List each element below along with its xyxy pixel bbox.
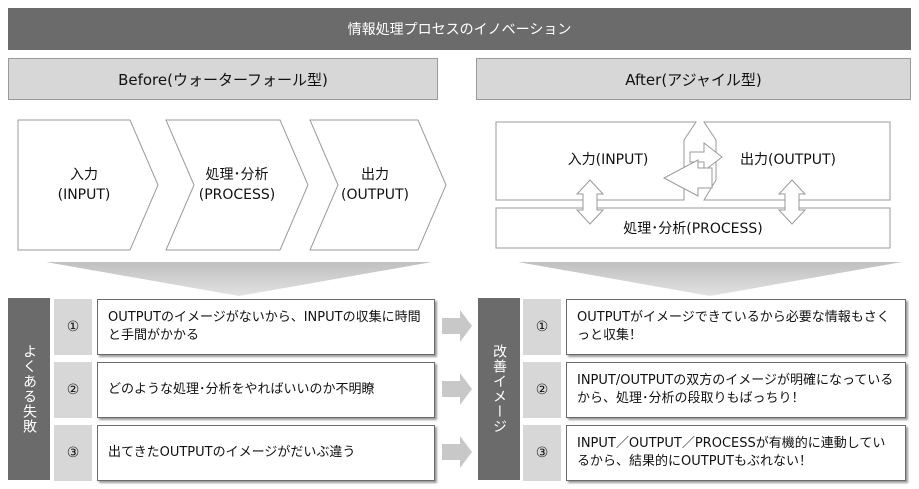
arrow-right-icon xyxy=(442,436,472,468)
after-output-box xyxy=(703,121,891,201)
after-input-label: 入力(INPUT) xyxy=(568,152,649,168)
after-process-label: 処理･分析(PROCESS) xyxy=(623,221,763,237)
middle-arrows xyxy=(442,310,472,468)
before-header: Before(ウォーターフォール型) xyxy=(8,58,438,100)
diagram-title-banner: 情報処理プロセスのイノベーション xyxy=(8,8,911,50)
diagram-title: 情報処理プロセスのイノベーション xyxy=(347,22,572,38)
before-side-label: よくある失敗 xyxy=(8,298,50,480)
after-side-label: 改善イメージ xyxy=(478,298,520,480)
input-step-label: 入力 xyxy=(70,167,98,183)
process-diagram: 入力 (INPUT) 処理･分析 (PROCESS) 出力 (OUTPUT) 入… xyxy=(17,119,902,296)
after-row-text: OUTPUTがイメージできているから必要な情報もさくっと収集！ xyxy=(566,299,906,355)
after-row-text: INPUT/OUTPUTの双方のイメージが明確になっているから、処理･分析の段取… xyxy=(566,362,906,418)
after-row-text: INPUT／OUTPUT／PROCESSが有機的に連動しているから、結果的にOU… xyxy=(566,425,906,481)
before-header-label: Before(ウォーターフォール型) xyxy=(118,70,328,89)
before-row-text: 出てきたOUTPUTのイメージがだいぶ違う xyxy=(97,425,435,481)
input-process-double-arrow xyxy=(575,179,605,225)
after-row-number: ③ xyxy=(523,425,561,481)
after-funnel-arrow xyxy=(518,262,902,296)
process-step-label: 処理･分析 xyxy=(206,167,269,183)
arrow-right-icon xyxy=(442,373,472,405)
after-row-number: ② xyxy=(523,362,561,418)
after-header-label: After(アジャイル型) xyxy=(625,70,762,89)
after-header: After(アジャイル型) xyxy=(476,58,911,100)
before-row-number: ③ xyxy=(54,425,92,481)
after-row-number: ① xyxy=(523,299,561,355)
before-funnel-arrow xyxy=(46,262,432,296)
output-to-input-arrow xyxy=(662,159,713,197)
process-step-sublabel: (PROCESS) xyxy=(199,187,276,203)
before-row-text: どのような処理･分析をやればいいのか不明瞭 xyxy=(97,362,435,418)
before-row-number: ② xyxy=(54,362,92,418)
after-output-label: 出力(OUTPUT) xyxy=(740,152,836,168)
arrow-right-icon xyxy=(442,310,472,342)
before-side-label-text: よくある失敗 xyxy=(21,344,37,434)
before-row-number: ① xyxy=(54,299,92,355)
output-process-double-arrow xyxy=(777,179,807,225)
output-step-chevron xyxy=(309,119,447,251)
input-step-sublabel: (INPUT) xyxy=(58,187,111,203)
before-row-text: OUTPUTのイメージがないから、INPUTの収集に時間と手間がかかる xyxy=(97,299,435,355)
input-to-output-arrow xyxy=(689,141,723,173)
after-process-box xyxy=(495,207,891,249)
after-side-label-text: 改善イメージ xyxy=(491,344,507,434)
output-step-label: 出力 xyxy=(361,167,389,183)
process-step-chevron xyxy=(165,119,309,251)
output-step-sublabel: (OUTPUT) xyxy=(341,187,409,203)
input-step-chevron xyxy=(17,119,159,251)
